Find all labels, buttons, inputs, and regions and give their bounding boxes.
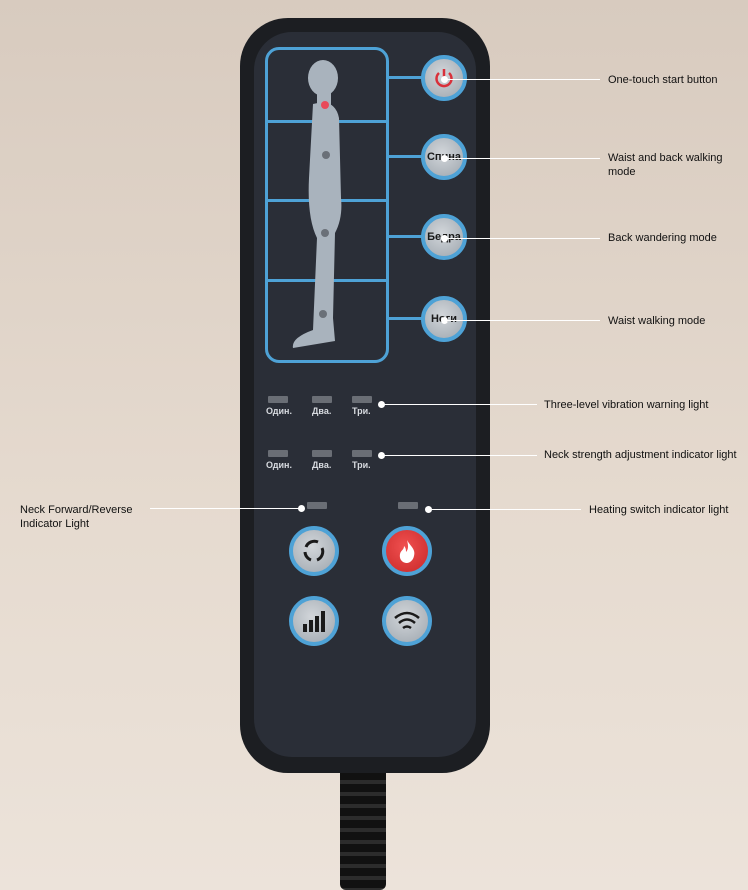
heating-button[interactable] — [382, 526, 432, 576]
annotation-neck-strength: Neck strength adjustment indicator light — [544, 449, 737, 461]
annotation-back-wandering: Back wandering mode — [608, 232, 717, 244]
legs-mode-button[interactable]: Ноги — [421, 296, 467, 342]
vibration-level-label: Два. — [312, 406, 332, 416]
back-mode-button[interactable]: Спина — [421, 134, 467, 180]
vibration-led-2 — [312, 396, 332, 403]
pointer-dot — [441, 155, 448, 162]
hips-mode-button[interactable]: Бедра — [421, 214, 467, 260]
connector — [389, 235, 425, 238]
pointer-line — [445, 238, 600, 239]
vibration-level-label: Один. — [266, 406, 292, 416]
vibration-button[interactable] — [382, 596, 432, 646]
vibration-led-3 — [352, 396, 372, 403]
pointer-line — [445, 158, 600, 159]
human-figure-icon — [292, 60, 342, 348]
pointer-dot — [441, 76, 448, 83]
neck-led-1 — [268, 450, 288, 457]
annotation-waist-back: Waist and back walking mode — [608, 152, 723, 178]
waves-icon — [394, 611, 420, 630]
pointer-dot — [298, 505, 305, 512]
neck-level-label: Два. — [312, 460, 332, 470]
pointer-line — [382, 404, 537, 405]
annotation-heating: Heating switch indicator light — [589, 504, 729, 516]
pointer-line — [150, 508, 300, 509]
pointer-dot — [425, 506, 432, 513]
annotation-waist: Waist walking mode — [608, 315, 706, 327]
vibration-led-1 — [268, 396, 288, 403]
neck-level-label: Один. — [266, 460, 292, 470]
connector — [389, 76, 425, 79]
neck-direction-button[interactable] — [289, 526, 339, 576]
pointer-dot — [441, 235, 448, 242]
cable — [340, 760, 386, 890]
annotation-neck-forward: Neck Forward/Reverse Indicator Light — [20, 504, 133, 530]
pointer-dot — [378, 401, 385, 408]
body-zone-panel — [265, 47, 389, 363]
pointer-line — [445, 79, 600, 80]
annotation-vibration: Three-level vibration warning light — [544, 399, 709, 411]
connector — [389, 317, 425, 320]
pointer-dot — [441, 317, 448, 324]
connector — [389, 155, 425, 158]
pointer-dot — [378, 452, 385, 459]
flame-icon — [399, 540, 415, 563]
strength-button[interactable] — [289, 596, 339, 646]
pointer-line — [382, 455, 537, 456]
neck-led-2 — [312, 450, 332, 457]
neck-level-label: Три. — [352, 460, 371, 470]
vibration-level-label: Три. — [352, 406, 371, 416]
heating-led — [398, 502, 418, 509]
pointer-line — [445, 320, 600, 321]
neck-direction-led — [307, 502, 327, 509]
annotation-start: One-touch start button — [608, 74, 718, 86]
signal-bars-icon — [303, 611, 325, 632]
neck-led-3 — [352, 450, 372, 457]
pointer-line — [429, 509, 581, 510]
rotate-icon — [303, 539, 325, 562]
